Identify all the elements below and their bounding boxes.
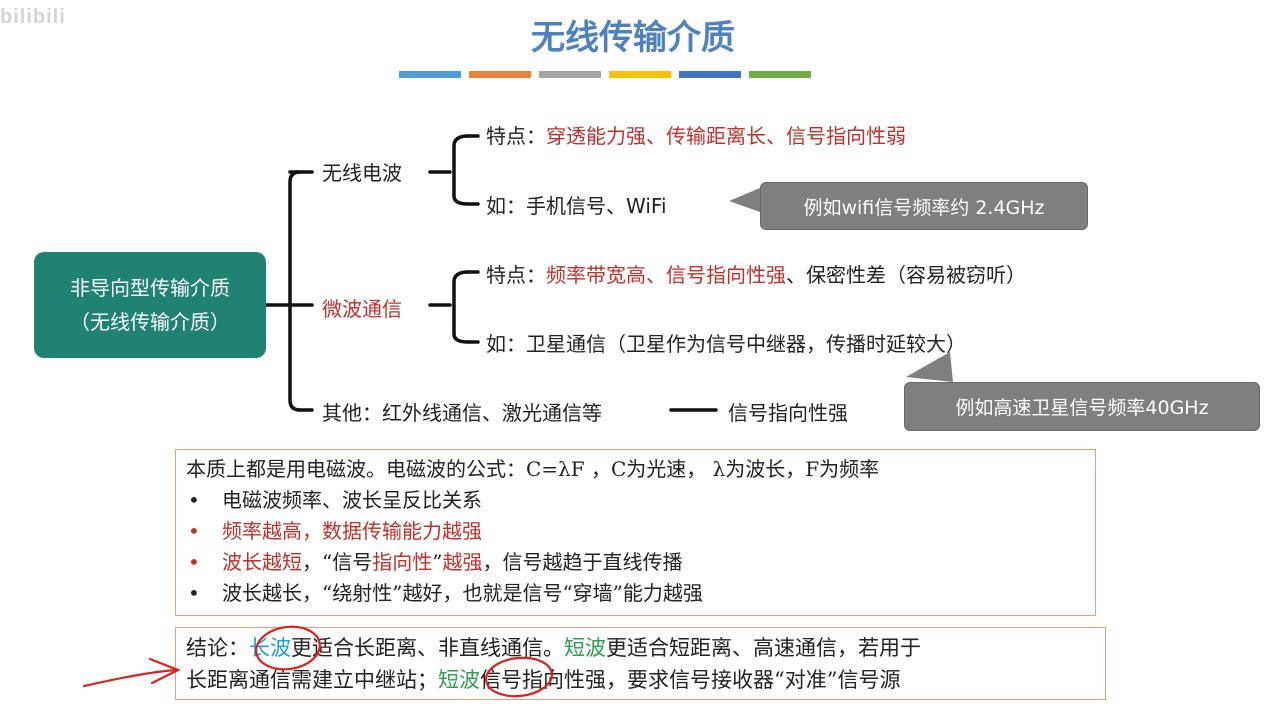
other-node: 其他：红外线通信、激光通信等	[322, 401, 602, 425]
conclusion-line-2a: 长距离通信需建立中继站；	[186, 668, 438, 692]
title-color-bar	[679, 71, 741, 78]
conclusion-mid-1: 更适合长距离、非直线通信。	[291, 636, 564, 660]
bullet-4-text: 波长越长，“绕射性”越好，也就是信号“穿墙”能力越强	[222, 581, 703, 605]
microwave-node: 微波通信	[322, 297, 402, 321]
bullet-dot: •	[188, 519, 200, 543]
conclusion-line-2: 长距离通信需建立中继站；短波信号指向性强，要求信号接收器“对准”信号源	[186, 664, 1095, 696]
bullet-dot: •	[188, 488, 200, 512]
conclusion-mid-2: 更适合短距离、高速通信，若用于	[606, 636, 921, 660]
radio-feature-prefix: 特点：	[486, 124, 546, 148]
essence-bullet-3: • 波长越短，“信号指向性”越强，信号越趋于直线传播	[186, 547, 1085, 578]
bullet-3-black-2: ”	[432, 550, 443, 574]
root-node: 非导向型传输介质 （无线传输介质）	[34, 252, 266, 358]
wifi-frequency-callout: 例如wifi信号频率约 2.4GHz	[760, 182, 1088, 230]
title-color-bar	[609, 71, 671, 78]
title-color-bar	[749, 71, 811, 78]
conclusion-line-2b: 信号指向性强，要求信号接收器“对准”信号源	[480, 668, 901, 692]
satellite-frequency-callout: 例如高速卫星信号频率40GHz	[904, 382, 1260, 431]
bullet-3-black-1: ，“信号	[302, 550, 373, 574]
root-label-line2: （无线传输介质）	[70, 310, 230, 334]
bullet-3-red-1: 波长越短	[222, 550, 302, 574]
microwave-example: 如：卫星通信（卫星作为信号中继器，传播时延较大）	[486, 332, 966, 356]
bullet-3-black-3: ，信号越趋于直线传播	[482, 550, 683, 574]
bullet-2-text: 频率越高，数据传输能力越强	[222, 519, 482, 543]
radio-feature: 特点：穿透能力强、传输距离长、信号指向性弱	[486, 120, 906, 149]
essence-formula: 本质上都是用电磁波。电磁波的公式：C=λF ，C为光速， λ为波长，F为频率	[186, 457, 880, 481]
bullet-1-text: 电磁波频率、波长呈反比关系	[222, 488, 482, 512]
essence-bullet-4: • 波长越长，“绕射性”越好，也就是信号“穿墙”能力越强	[186, 578, 1085, 609]
conclusion-box: 结论：长波更适合长距离、非直线通信。短波更适合短距离、高速通信，若用于 长距离通…	[175, 627, 1106, 700]
radio-feature-text: 穿透能力强、传输距离长、信号指向性弱	[546, 124, 906, 148]
long-wave-term: 长波	[249, 636, 291, 660]
essence-box: 本质上都是用电磁波。电磁波的公式：C=λF ，C为光速， λ为波长，F为频率 •…	[175, 449, 1096, 616]
bilibili-watermark: bilibili	[0, 6, 66, 28]
microwave-feature-prefix: 特点：	[486, 263, 546, 287]
page-title: 无线传输介质	[531, 18, 735, 58]
bullet-dot: •	[188, 550, 200, 574]
conclusion-prefix: 结论：	[186, 636, 249, 660]
essence-bullet-1: • 电磁波频率、波长呈反比关系	[186, 485, 1085, 516]
bullet-3-red-2: 指向性	[372, 550, 433, 574]
microwave-feature-rest: 、保密性差（容易被窃听）	[786, 263, 1026, 287]
radio-example: 如：手机信号、WiFi	[486, 194, 667, 218]
bullet-dot: •	[188, 581, 200, 605]
title-color-bar	[469, 71, 531, 78]
title-color-bar	[539, 71, 601, 78]
conclusion-line-1: 结论：长波更适合长距离、非直线通信。短波更适合短距离、高速通信，若用于	[186, 632, 1095, 664]
microwave-feature-red: 频率带宽高、信号指向性强	[546, 263, 786, 287]
title-color-bar	[399, 71, 461, 78]
short-wave-term-2: 短波	[438, 668, 480, 692]
short-wave-term: 短波	[564, 636, 606, 660]
microwave-feature: 特点：频率带宽高、信号指向性强、保密性差（容易被窃听）	[486, 259, 1026, 288]
essence-bullet-2: • 频率越高，数据传输能力越强	[186, 516, 1085, 547]
title-color-bars	[399, 71, 811, 78]
radio-wave-node: 无线电波	[322, 161, 402, 185]
root-label-line1: 非导向型传输介质	[70, 276, 230, 300]
bullet-3-red-3: 越强	[442, 550, 483, 574]
other-result: 信号指向性强	[728, 401, 848, 425]
